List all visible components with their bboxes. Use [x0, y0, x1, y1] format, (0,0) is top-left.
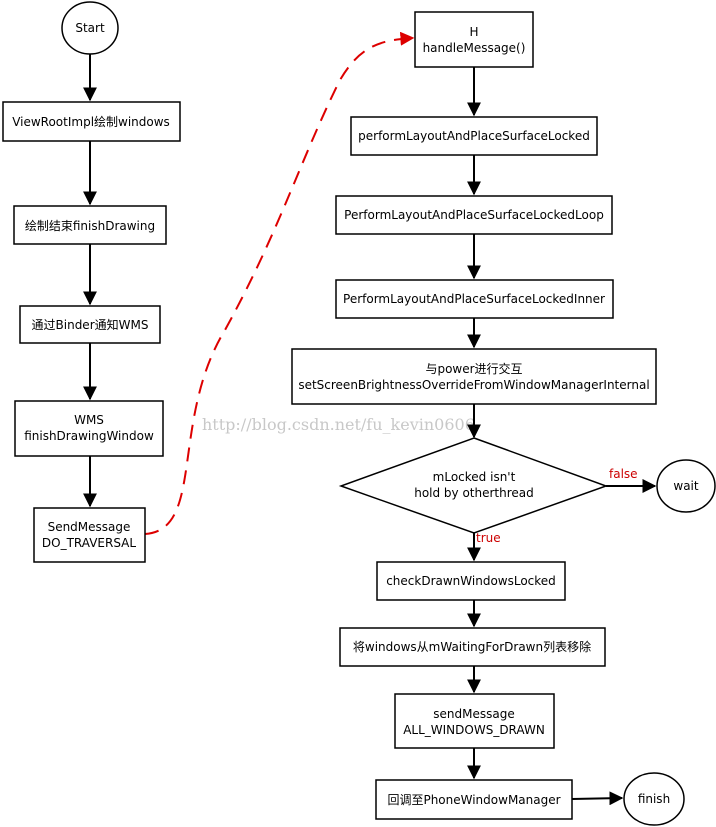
sendmessage-label-line1: SendMessage [48, 520, 131, 534]
finishdrawing-label: 绘制结束finishDrawing [25, 218, 155, 233]
false-label: false [609, 467, 638, 481]
perform2-label: PerformLayoutAndPlaceSurfaceLockedLoop [344, 208, 604, 222]
callback-node [375, 779, 573, 820]
wms-label-line1: WMS [74, 413, 104, 427]
perform3-node [335, 279, 614, 319]
callback-label: 回调至PhoneWindowManager [387, 793, 560, 807]
decision-label-line1: mLocked isn't [433, 470, 516, 484]
check-node [376, 561, 566, 601]
viewroot-node [2, 101, 181, 142]
sendall-label-line1: sendMessage [433, 707, 514, 721]
check-label: checkDrawnWindowsLocked [386, 574, 556, 588]
perform1-label: performLayoutAndPlaceSurfaceLocked [358, 129, 590, 143]
binder-node [19, 305, 161, 344]
handler-label-line1: H [469, 25, 478, 39]
viewroot-label: ViewRootImpl绘制windows [12, 114, 170, 129]
wait-label: wait [673, 479, 699, 493]
true-label: true [476, 531, 501, 545]
power-node [291, 348, 657, 405]
power-label-line2: setScreenBrightnessOverrideFromWindowMan… [298, 378, 649, 392]
edge-dashed-sendmessage-to-handler [144, 31, 415, 535]
edge-callback-to-finish [571, 791, 624, 806]
finishdrawing-node [13, 205, 167, 245]
power-label-line1: 与power进行交互 [425, 361, 522, 376]
wms-label-line2: finishDrawingWindow [24, 429, 154, 443]
start-node [61, 1, 119, 55]
sendall-label-line2: ALL_WINDOWS_DRAWN [403, 723, 545, 737]
remove-node [339, 627, 606, 667]
perform2-node [335, 195, 613, 235]
wms-node [14, 400, 164, 457]
decision-node [338, 437, 609, 534]
wait-node [656, 459, 716, 513]
watermark: http://blog.csdn.net/fu_kevin0606 [202, 415, 475, 434]
decision-label-line2: hold by otherthread [414, 486, 534, 500]
handler-label-line2: handleMessage() [423, 41, 526, 55]
start-label: Start [75, 21, 105, 35]
perform1-node [350, 116, 598, 156]
sendmessage-label-line2: DO_TRAVERSAL [42, 536, 136, 550]
remove-label: 将windows从mWaitingForDrawn列表移除 [353, 639, 591, 654]
finish-node [623, 772, 685, 826]
handler-node [414, 11, 534, 68]
sendmessage-node [33, 507, 146, 563]
finish-label: finish [638, 792, 670, 806]
perform3-label: PerformLayoutAndPlaceSurfaceLockedInner [343, 292, 605, 306]
sendall-node [394, 693, 555, 749]
binder-label: 通过Binder通知WMS [32, 318, 149, 332]
